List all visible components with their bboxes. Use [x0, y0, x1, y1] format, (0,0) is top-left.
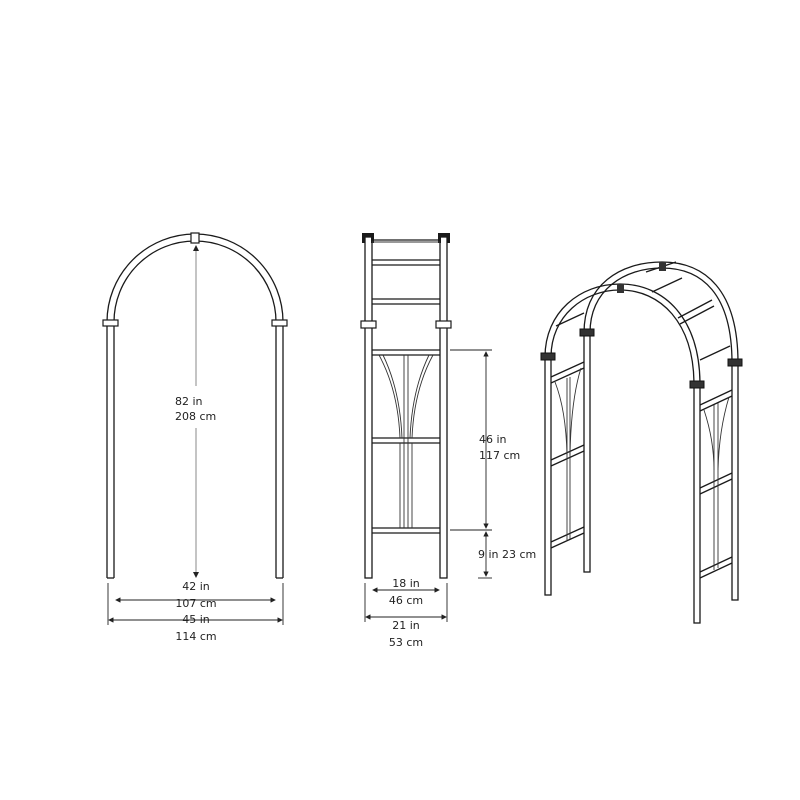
top-connector — [190, 232, 200, 244]
front-view-arch — [102, 232, 288, 579]
front-height-in-label: 82 in — [175, 395, 203, 408]
inner-width-cm-label: 107 cm — [175, 597, 216, 610]
collar-right — [271, 319, 288, 327]
front-height-cm-label: 208 cm — [175, 410, 216, 423]
outer-depth-cm-label: 53 cm — [389, 636, 423, 649]
outer-width-in-label: 45 in — [182, 613, 210, 626]
inner-depth-in-label: 18 in — [392, 577, 420, 590]
inner-depth-cm-label: 46 cm — [389, 594, 423, 607]
outer-width-cm-label: 114 cm — [175, 630, 216, 643]
panel-height-in-label: 46 in — [479, 433, 507, 446]
panel-height-cm-label: 117 cm — [479, 449, 520, 462]
perspective-view-arch — [540, 261, 743, 624]
outer-depth-in-label: 21 in — [392, 619, 420, 632]
inner-width-in-label: 42 in — [182, 580, 210, 593]
cap-right — [438, 233, 450, 243]
side-view-panel — [360, 233, 452, 579]
clearance-label: 9 in 23 cm — [478, 548, 536, 561]
collar-left — [102, 319, 119, 327]
cap-left — [362, 233, 374, 243]
